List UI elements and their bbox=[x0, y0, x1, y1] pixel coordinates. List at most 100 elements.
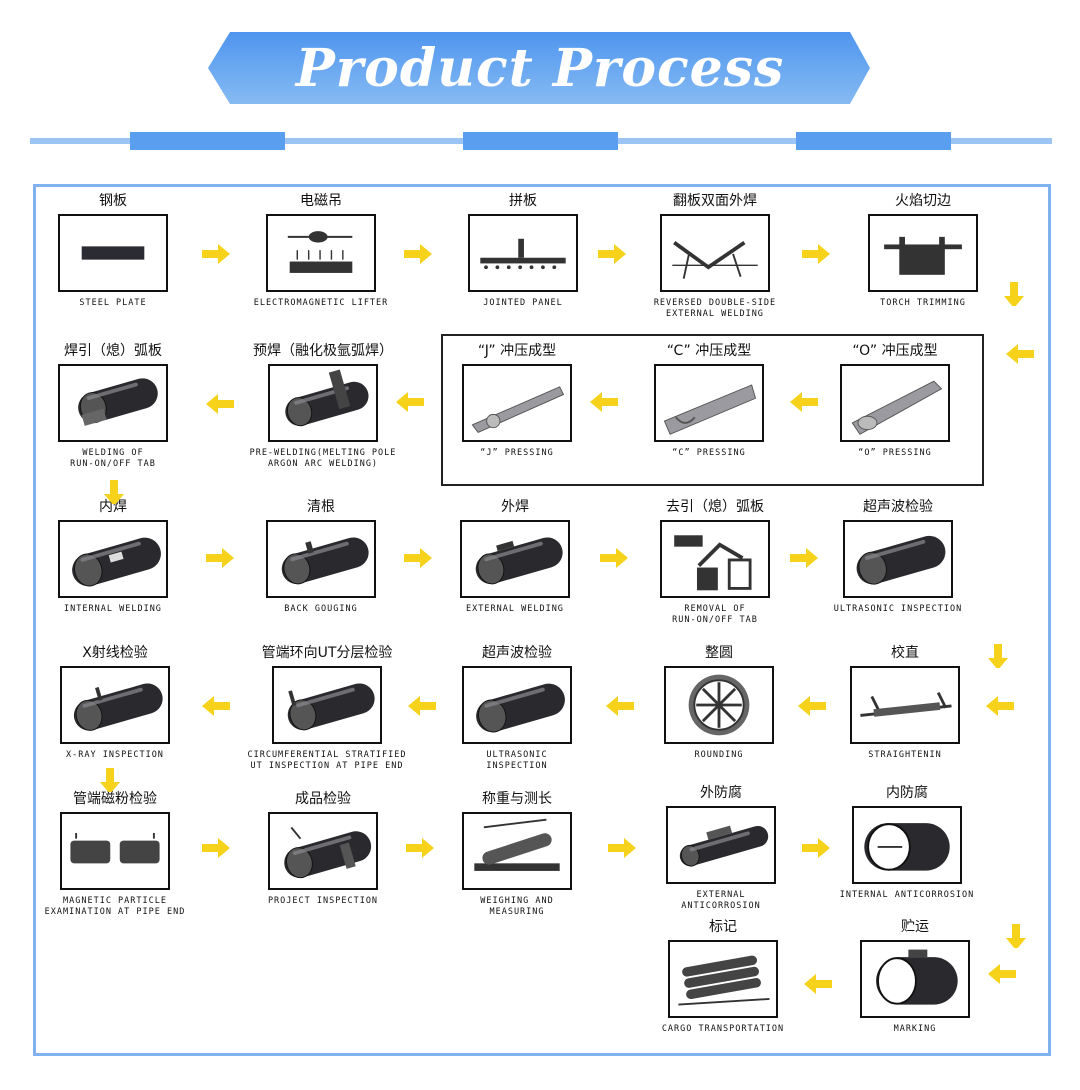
flow-arrow-icon bbox=[798, 972, 838, 996]
step-pictogram bbox=[58, 364, 168, 442]
step-english-label: PROJECT INSPECTION bbox=[267, 896, 379, 906]
flow-arrow-icon bbox=[980, 694, 1020, 718]
step-english-label: ROUNDING bbox=[694, 750, 744, 760]
flow-arrow-icon bbox=[398, 546, 438, 570]
step-chinese-label: 焊引（熄）弧板 bbox=[64, 343, 162, 359]
step-pictogram bbox=[266, 214, 376, 292]
step-chinese-label: 外焊 bbox=[501, 499, 529, 515]
step-pictogram bbox=[850, 666, 960, 744]
step-chinese-label: 火焰切边 bbox=[895, 193, 951, 209]
step-english-label: TORCH TRIMMING bbox=[880, 298, 966, 308]
page-title: Product Process bbox=[295, 38, 785, 99]
flow-arrow-icon bbox=[796, 836, 836, 860]
flow-arrow-icon bbox=[792, 694, 832, 718]
step-english-label: “C” PRESSING bbox=[672, 448, 746, 458]
step-english-label: INTERNAL WELDING bbox=[64, 604, 162, 614]
step-chinese-label: 标记 bbox=[709, 919, 737, 935]
step-english-label: EXTERNAL WELDING bbox=[466, 604, 564, 614]
step-chinese-label: 钢板 bbox=[99, 193, 127, 209]
step-english-label: CIRCUMFERENTIAL STRATIFIED UT INSPECTION… bbox=[247, 750, 407, 771]
flow-arrow-icon bbox=[196, 836, 236, 860]
flow-arrow-icon bbox=[594, 546, 634, 570]
step-chinese-label: 管端磁粉检验 bbox=[73, 791, 157, 807]
step-chinese-label: 内焊 bbox=[99, 499, 127, 515]
flow-arrow-icon bbox=[600, 694, 640, 718]
flow-arrow-icon bbox=[196, 694, 236, 718]
step-pictogram bbox=[664, 666, 774, 744]
step-english-label: ULTRASONIC INSPECTION bbox=[833, 604, 963, 614]
step-chinese-label: 拼板 bbox=[509, 193, 537, 209]
step-pictogram bbox=[272, 666, 382, 744]
step-pictogram bbox=[654, 364, 764, 442]
step-english-label: REMOVAL OF RUN-ON/OFF TAB bbox=[672, 604, 758, 625]
step-english-label: “O” PRESSING bbox=[858, 448, 932, 458]
flow-arrow-icon bbox=[982, 962, 1022, 986]
step-pictogram bbox=[860, 940, 970, 1018]
flow-arrow-icon bbox=[200, 392, 240, 416]
step-pictogram bbox=[462, 812, 572, 890]
step-pictogram bbox=[58, 520, 168, 598]
step-english-label: MAGNETIC PARTICLE EXAMINATION AT PIPE EN… bbox=[44, 896, 186, 917]
flow-arrow-icon bbox=[784, 390, 824, 414]
step-english-label: STEEL PLATE bbox=[79, 298, 147, 308]
banner-graphic bbox=[30, 32, 1052, 150]
step-chinese-label: 预焊（融化极氩弧焊） bbox=[253, 343, 393, 359]
step-pictogram bbox=[660, 520, 770, 598]
step-pictogram bbox=[660, 214, 770, 292]
step-chinese-label: 管端环向UT分层检验 bbox=[261, 645, 393, 661]
step-pictogram bbox=[840, 364, 950, 442]
flow-arrow-icon bbox=[784, 546, 824, 570]
flow-arrow-icon bbox=[94, 478, 134, 506]
step-pictogram bbox=[852, 806, 962, 884]
step-pictogram bbox=[58, 214, 168, 292]
step-chinese-label: 贮运 bbox=[901, 919, 929, 935]
step-chinese-label: 整圆 bbox=[705, 645, 733, 661]
step-pictogram bbox=[266, 520, 376, 598]
step-chinese-label: 校直 bbox=[891, 645, 919, 661]
step-chinese-label: “O” 冲压成型 bbox=[852, 343, 938, 359]
process-frame bbox=[33, 184, 1051, 1056]
flow-arrow-icon bbox=[592, 242, 632, 266]
step-chinese-label: X射线检验 bbox=[82, 645, 148, 661]
step-pictogram bbox=[462, 666, 572, 744]
step-chinese-label: “C” 冲压成型 bbox=[666, 343, 752, 359]
step-english-label: “J” PRESSING bbox=[480, 448, 554, 458]
step-english-label: INTERNAL ANTICORROSION bbox=[839, 890, 975, 900]
flow-arrow-icon bbox=[402, 694, 442, 718]
flow-arrow-icon bbox=[602, 836, 642, 860]
step-chinese-label: 超声波检验 bbox=[482, 645, 552, 661]
flow-arrow-icon bbox=[1000, 342, 1040, 366]
step-english-label: ELECTROMAGNETIC LIFTER bbox=[253, 298, 389, 308]
flow-arrow-icon bbox=[196, 242, 236, 266]
step-pictogram bbox=[60, 666, 170, 744]
step-english-label: WEIGHING AND MEASURING bbox=[480, 896, 554, 917]
flow-arrow-icon bbox=[978, 642, 1018, 670]
step-chinese-label: “J” 冲压成型 bbox=[477, 343, 557, 359]
step-pictogram bbox=[460, 520, 570, 598]
flow-arrow-icon bbox=[400, 836, 440, 860]
step-pictogram bbox=[868, 214, 978, 292]
step-chinese-label: 外防腐 bbox=[700, 785, 742, 801]
flow-arrow-icon bbox=[200, 546, 240, 570]
step-pictogram bbox=[268, 812, 378, 890]
step-pictogram bbox=[666, 806, 776, 884]
step-pictogram bbox=[462, 364, 572, 442]
step-english-label: REVERSED DOUBLE-SIDE EXTERNAL WELDING bbox=[653, 298, 777, 319]
step-english-label: EXTERNAL ANTICORROSION bbox=[681, 890, 761, 911]
step-pictogram bbox=[468, 214, 578, 292]
step-chinese-label: 称重与测长 bbox=[482, 791, 552, 807]
step-chinese-label: 电磁吊 bbox=[300, 193, 342, 209]
step-english-label: MARKING bbox=[893, 1024, 937, 1034]
flow-arrow-icon bbox=[996, 922, 1036, 950]
step-pictogram bbox=[843, 520, 953, 598]
step-chinese-label: 成品检验 bbox=[295, 791, 351, 807]
pressing-group-box bbox=[441, 334, 984, 486]
step-chinese-label: 超声波检验 bbox=[863, 499, 933, 515]
step-english-label: ULTRASONIC INSPECTION bbox=[486, 750, 548, 771]
step-english-label: X-RAY INSPECTION bbox=[66, 750, 164, 760]
step-english-label: JOINTED PANEL bbox=[483, 298, 563, 308]
step-pictogram bbox=[268, 364, 378, 442]
step-english-label: STRAIGHTENIN bbox=[868, 750, 942, 760]
flow-arrow-icon bbox=[390, 390, 430, 414]
step-pictogram bbox=[668, 940, 778, 1018]
